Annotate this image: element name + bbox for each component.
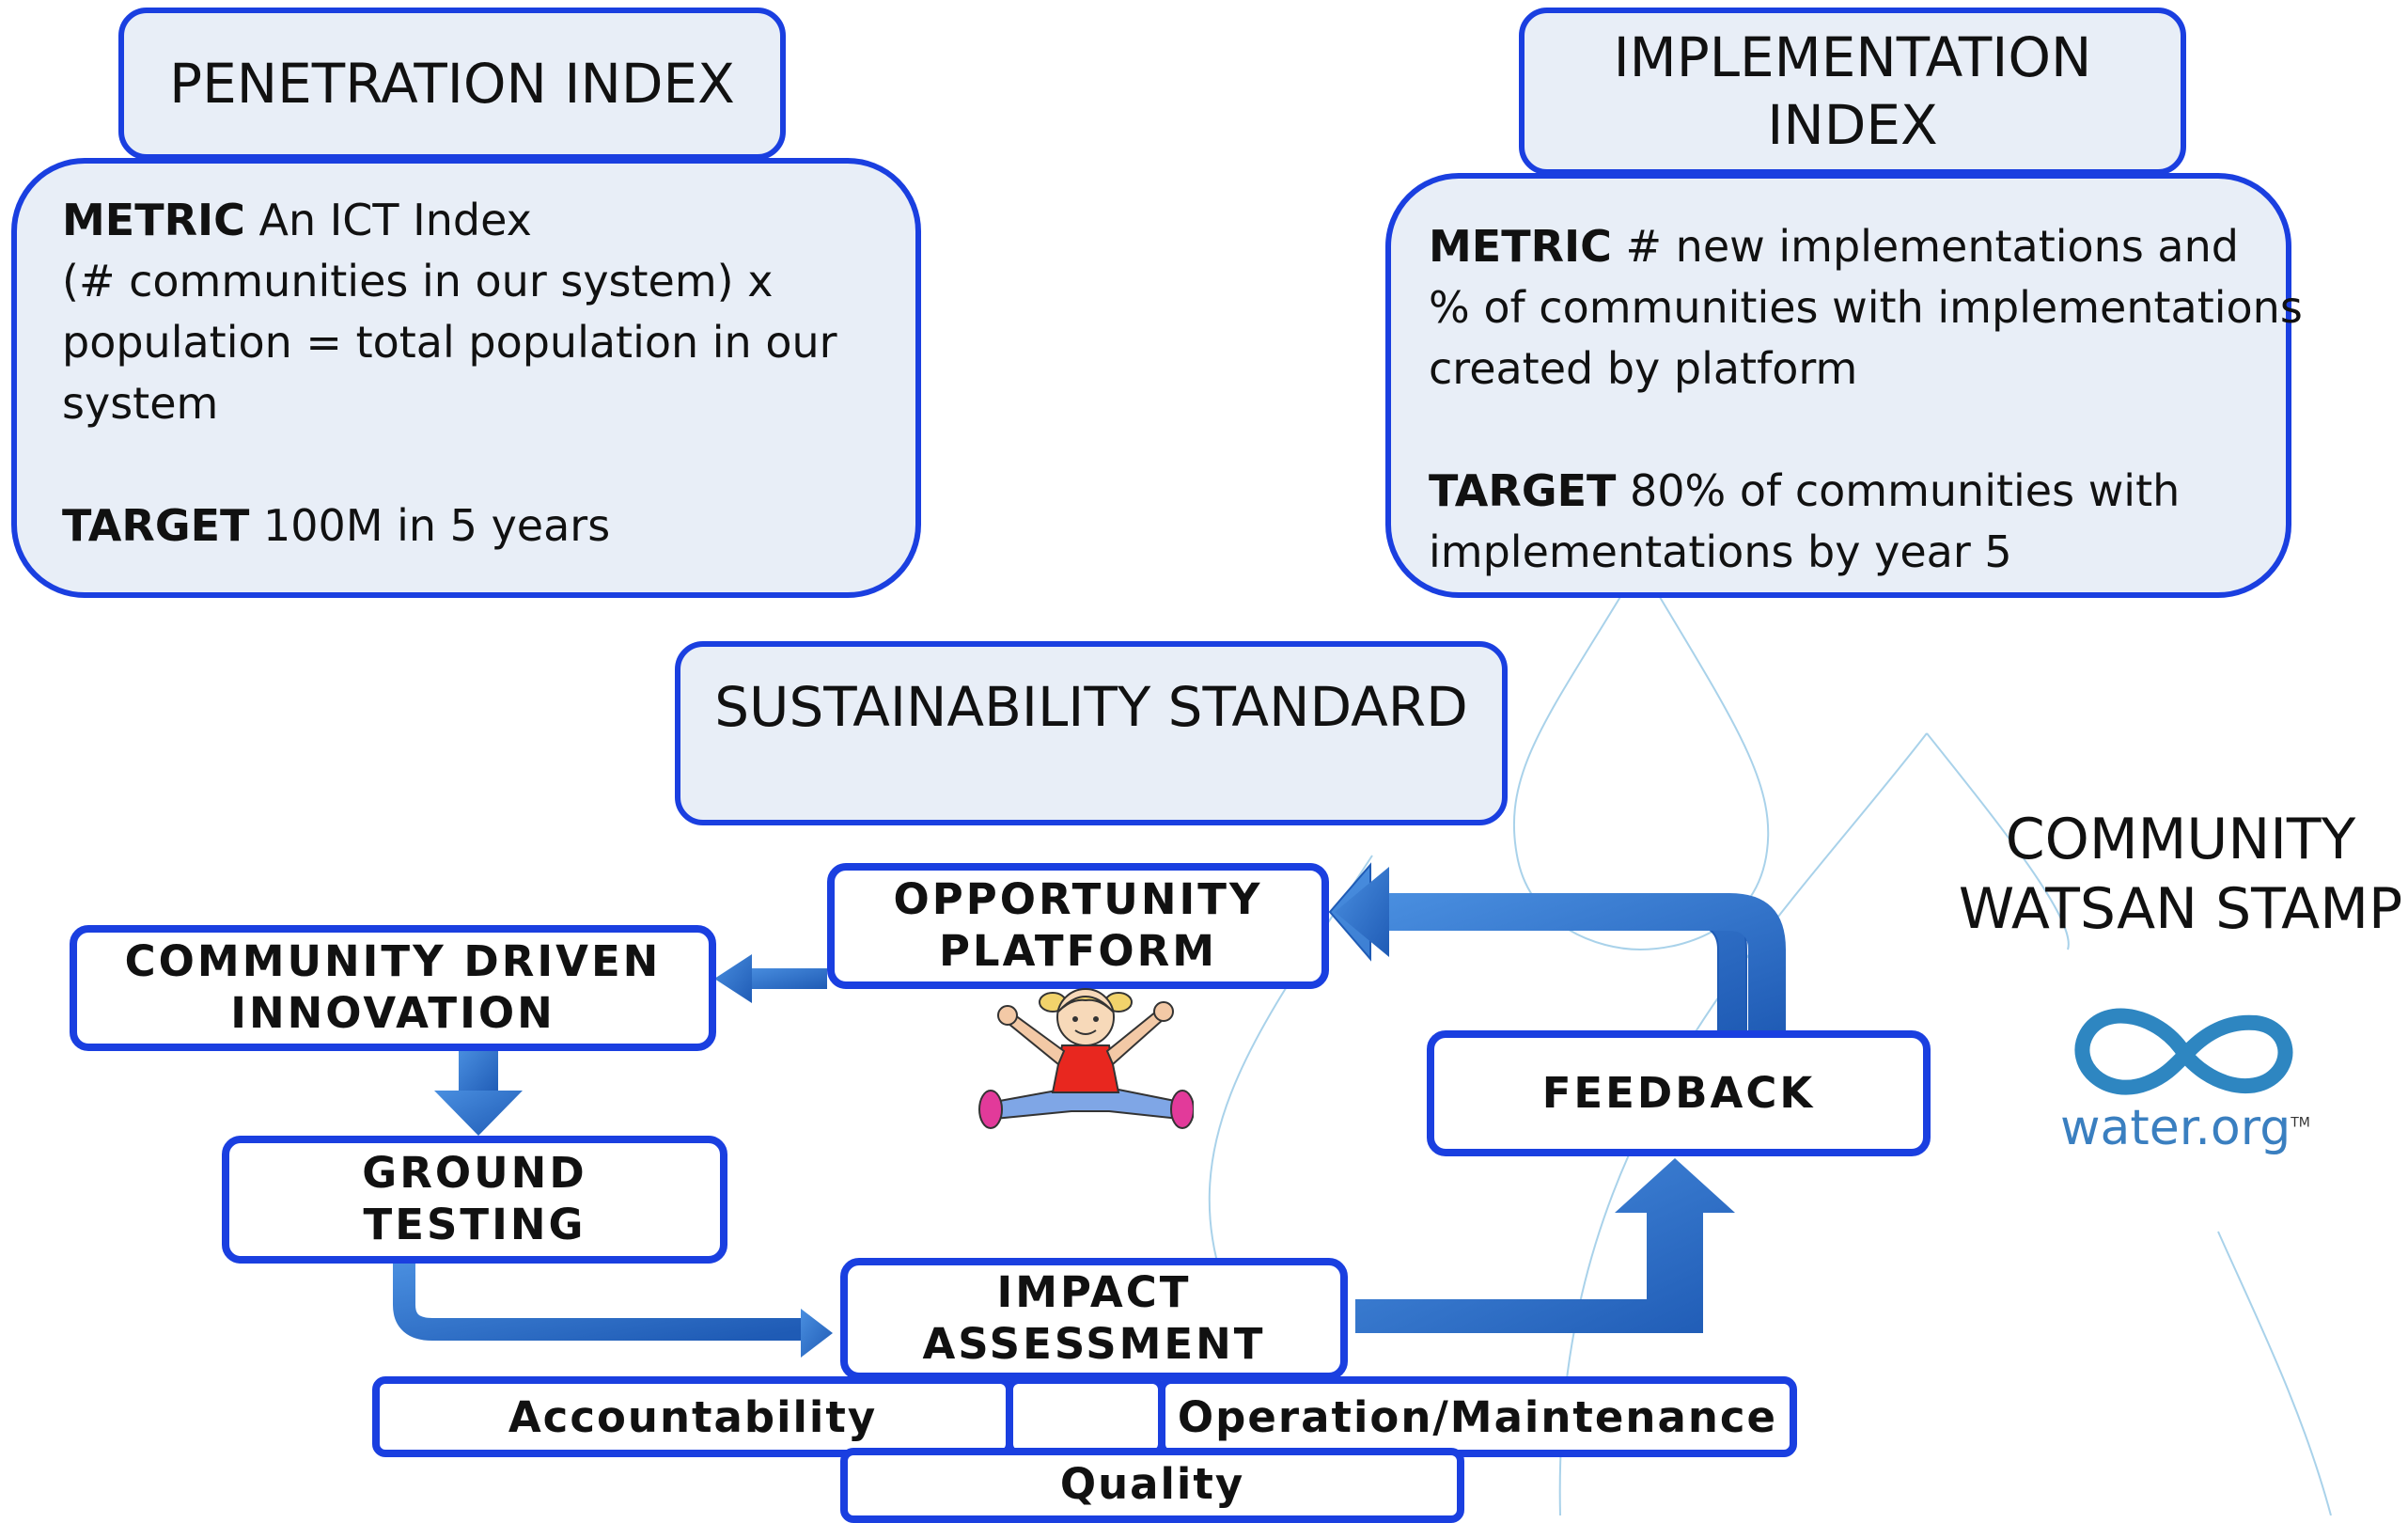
water-org-logo-text: water.org: [2060, 1100, 2291, 1156]
trademark-mark: TM: [2291, 1115, 2310, 1131]
implementation-title-line: IMPLEMENTATION: [1613, 24, 2092, 89]
sustainability-title: SUSTAINABILITY STANDARD: [714, 675, 1468, 739]
community-driven-innovation-box: COMMUNITY DRIVEN INNOVATION: [70, 925, 716, 1051]
implementation-target-label: TARGET: [1429, 465, 1617, 516]
infinity-logo-icon: [2074, 1008, 2293, 1095]
implementation-metric-box: METRIC # new implementations and % of co…: [1385, 173, 2303, 598]
feedback-label: FEEDBACK: [1541, 1067, 1816, 1118]
accountability-label: Accountability: [508, 1391, 878, 1442]
penetration-metric-line: (# communities in our system) x: [62, 256, 774, 306]
sustainability-title-box: SUSTAINABILITY STANDARD: [675, 641, 1508, 825]
ground-testing-box: GROUND TESTING: [222, 1136, 727, 1264]
quality-box: Quality: [840, 1448, 1464, 1523]
impact-assessment-box: IMPACT ASSESSMENT: [840, 1258, 1348, 1380]
accountability-box: Accountability: [372, 1376, 1013, 1457]
standards-spacer-box: [1006, 1376, 1165, 1457]
opportunity-label-line: OPPORTUNITY: [893, 874, 1263, 925]
penetration-metric-label: METRIC: [62, 195, 245, 245]
implementation-title-line: INDEX: [1767, 93, 1938, 157]
jumping-child-illustration: [978, 988, 1194, 1129]
ground-label-line: TESTING: [363, 1200, 586, 1249]
impact-label-line: IMPACT: [996, 1267, 1192, 1318]
quality-label: Quality: [1059, 1459, 1245, 1509]
operation-maintenance-box: Operation/Maintenance: [1158, 1376, 1797, 1457]
penetration-metric-line: An ICT Index: [258, 195, 532, 245]
stamp-title-line: WATSAN STAMP: [1958, 876, 2403, 942]
impact-label-line: ASSESSMENT: [922, 1319, 1266, 1369]
implementation-metric-label: METRIC: [1429, 221, 1612, 272]
community-label-line: COMMUNITY DRIVEN: [124, 936, 662, 987]
implementation-metric-line: % of communities with implementations: [1429, 282, 2303, 333]
community-label-line: INNOVATION: [230, 988, 555, 1038]
implementation-metric-line: created by platform: [1429, 343, 1858, 394]
implementation-metric-line: # new implementations and: [1625, 221, 2239, 272]
opportunity-label-line: PLATFORM: [938, 926, 1218, 976]
stamp-title-line: COMMUNITY: [2005, 807, 2356, 872]
arrow-impact-to-feedback: [1355, 1158, 1735, 1333]
penetration-metric-line: population = total population in our: [62, 317, 837, 368]
watsan-stamp-title: COMMUNITY WATSAN STAMP: [1955, 805, 2406, 944]
ground-label-line: GROUND: [362, 1148, 587, 1199]
arrow-community-to-ground: [459, 1048, 498, 1095]
operation-label: Operation/Maintenance: [1177, 1391, 1778, 1442]
implementation-target-line: implementations by year 5: [1429, 526, 2012, 577]
implementation-title-box: IMPLEMENTATION INDEX: [1519, 8, 2186, 175]
penetration-title-box: PENETRATION INDEX: [118, 8, 786, 160]
penetration-metric-box: METRIC An ICT Index (# communities in ou…: [11, 158, 921, 598]
feedback-box: FEEDBACK: [1427, 1030, 1931, 1156]
water-org-logo: water.orgTM: [2060, 1100, 2342, 1166]
penetration-metric-line: system: [62, 378, 219, 429]
penetration-target-text: 100M in 5 years: [263, 500, 611, 551]
arrow-feedback-to-opportunity: [1328, 862, 1747, 1035]
opportunity-platform-box: OPPORTUNITY PLATFORM: [827, 863, 1329, 989]
penetration-target-label: TARGET: [62, 500, 250, 551]
penetration-title: PENETRATION INDEX: [169, 51, 735, 116]
implementation-target-line: 80% of communities with: [1630, 465, 2181, 516]
